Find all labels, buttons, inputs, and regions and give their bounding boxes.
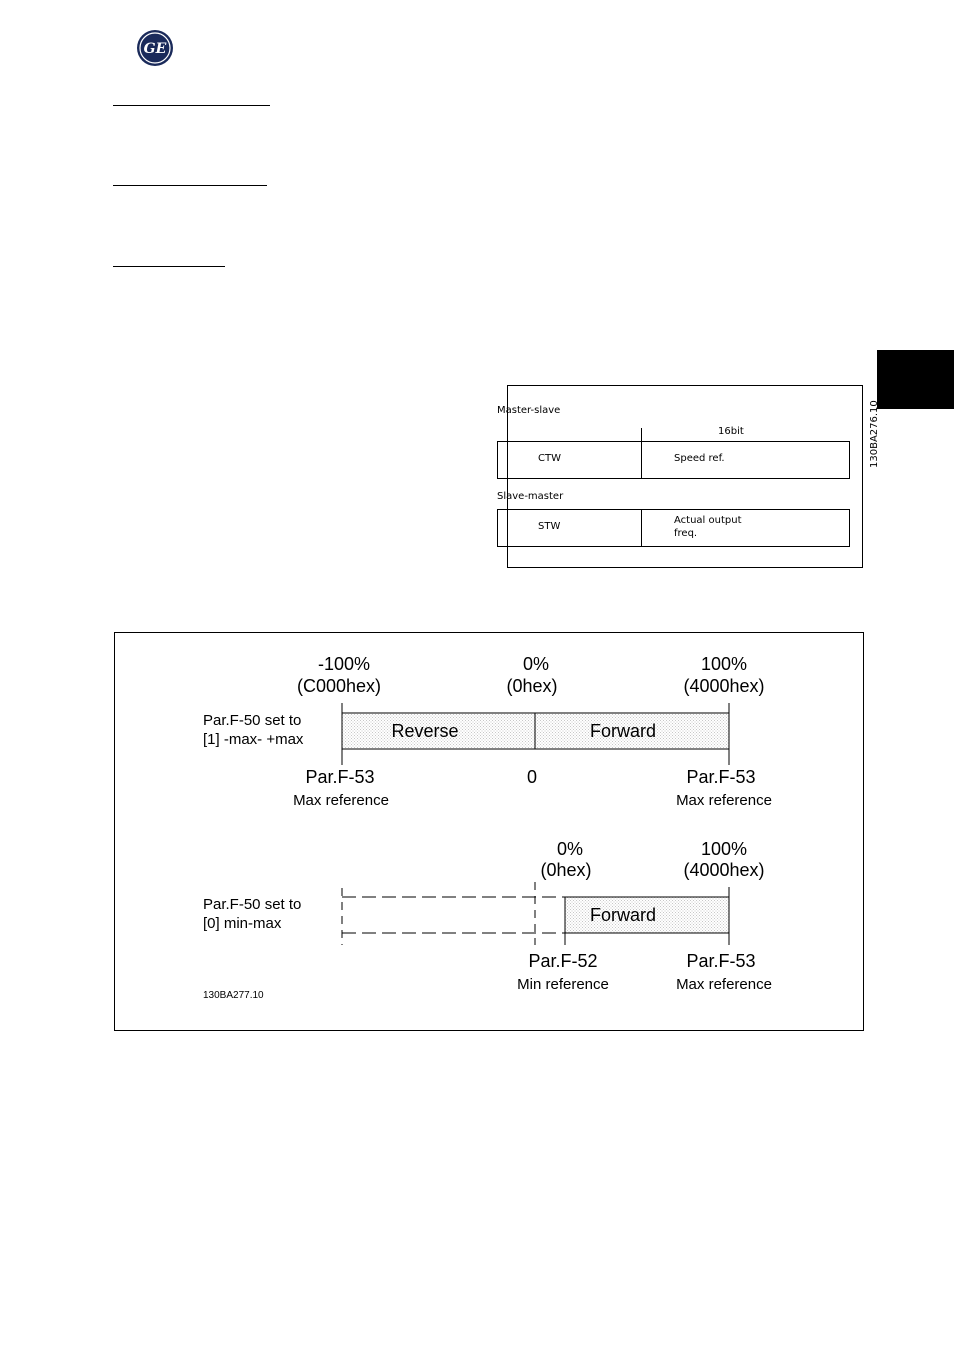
ge-logo: GE xyxy=(135,28,175,68)
top-left-param: Par.F-53 xyxy=(305,767,375,787)
actual-output-cell-line1: Actual output xyxy=(674,515,742,526)
figure2-code: 130BA277.10 xyxy=(203,990,264,1001)
telegram-figure xyxy=(507,385,863,568)
top-right-desc: Max reference xyxy=(676,792,772,809)
row2-divider xyxy=(641,509,642,547)
bottom-setting-line1: Par.F-50 set to xyxy=(203,896,302,913)
ctw-cell: CTW xyxy=(538,453,561,464)
slave-master-label: Slave-master xyxy=(497,491,564,502)
stw-cell: STW xyxy=(538,521,561,532)
bottom-forward-label: Forward xyxy=(589,905,656,925)
bottom-left-param: Par.F-52 xyxy=(528,951,598,971)
forward-min-max-bar xyxy=(564,896,730,934)
heading-underline-2 xyxy=(113,185,267,186)
bit-divider xyxy=(641,428,642,441)
slave-master-row xyxy=(497,509,850,547)
reference-scaling-figure xyxy=(114,632,864,1031)
neg-pct-label: -100% xyxy=(317,654,371,674)
top-center-value: 0 xyxy=(526,767,537,787)
actual-output-cell-line2: freq. xyxy=(674,528,698,539)
bottom-zero-hex-label: (0hex) xyxy=(540,860,592,880)
top-right-param: Par.F-53 xyxy=(686,767,756,787)
bottom-right-param: Par.F-53 xyxy=(686,951,756,971)
top-forward-label: Forward xyxy=(589,721,656,741)
bit-label: 16bit xyxy=(718,426,744,437)
bottom-left-desc: Min reference xyxy=(517,976,609,993)
bottom-pos-hex-label: (4000hex) xyxy=(683,860,765,880)
top-setting-line2: [1] -max- +max xyxy=(203,731,304,748)
bottom-setting-line2: [0] min-max xyxy=(203,915,282,932)
heading-underline-3 xyxy=(113,266,225,267)
zero-pct-label: 0% xyxy=(522,654,549,674)
reverse-label: Reverse xyxy=(391,721,459,741)
master-slave-row xyxy=(497,441,850,479)
speed-ref-cell: Speed ref. xyxy=(674,453,725,464)
pos-hex-label: (4000hex) xyxy=(683,676,765,696)
svg-text:GE: GE xyxy=(144,41,167,57)
top-left-desc: Max reference xyxy=(293,792,389,809)
pos-pct-label: 100% xyxy=(700,654,748,674)
forward-range-bar xyxy=(534,712,730,750)
bottom-right-desc: Max reference xyxy=(676,976,772,993)
reverse-range-bar xyxy=(341,712,536,750)
zero-hex-label: (0hex) xyxy=(506,676,558,696)
chapter-tab xyxy=(877,350,954,409)
neg-hex-label: (C000hex) xyxy=(296,676,382,696)
bottom-pos-pct-label: 100% xyxy=(700,839,748,859)
heading-underline-1 xyxy=(113,105,270,106)
master-slave-label: Master-slave xyxy=(497,405,561,416)
top-setting-line1: Par.F-50 set to xyxy=(203,712,302,729)
row1-divider xyxy=(641,441,642,479)
bottom-zero-pct-label: 0% xyxy=(556,839,583,859)
